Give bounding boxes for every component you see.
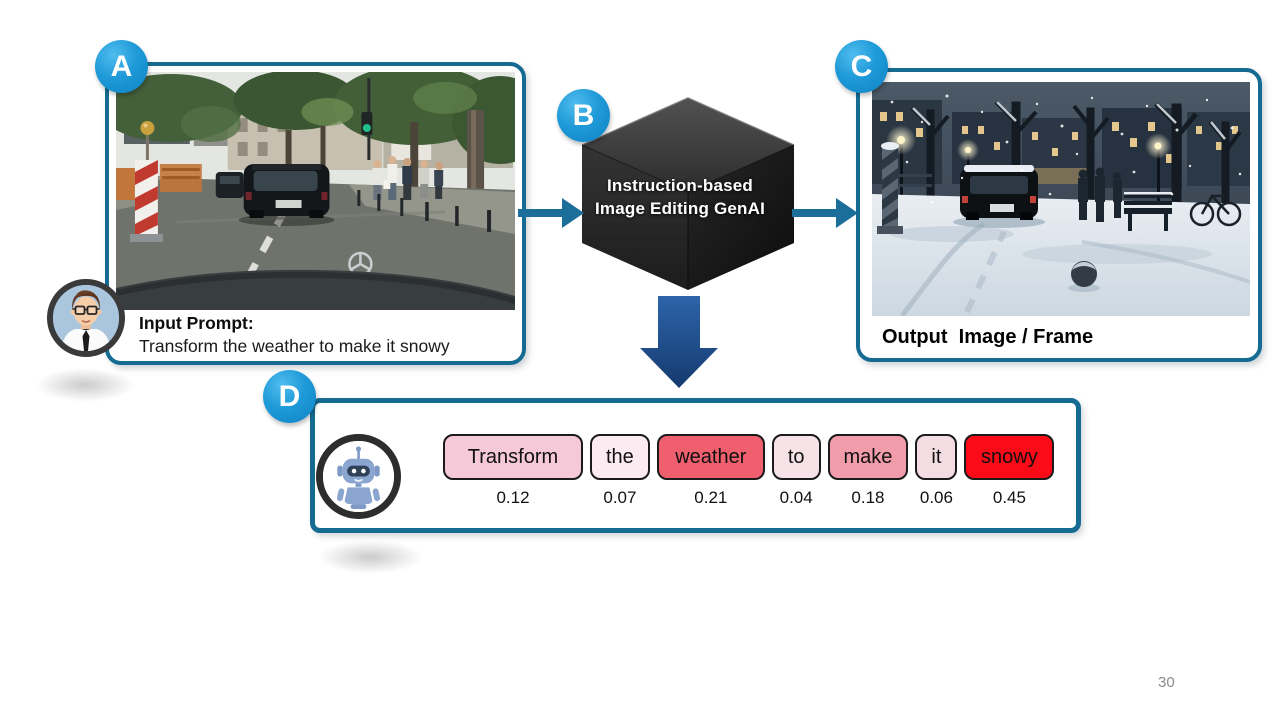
token: the 0.07 [590,434,650,508]
token-strip: Transform 0.12 the 0.07 weather 0.21 to … [443,434,1055,508]
token-word: weather [656,434,765,480]
street-scene-image [116,72,515,310]
input-panel: Input Prompt: Transform the weather to m… [105,62,526,365]
token-weight: 0.45 [992,488,1026,507]
output-panel: Output Image / Frame [856,68,1262,362]
avatar-shadow [318,540,423,574]
cube-label-line2: Image Editing GenAI [594,199,766,218]
token: Transform 0.12 [443,434,583,508]
cube-label-line1: Instruction-based [606,176,754,195]
attribution-panel: Transform 0.12 the 0.07 weather 0.21 to … [310,398,1081,533]
input-street-photo [116,72,515,310]
token: it 0.06 [915,434,958,508]
token-weight: 0.04 [779,488,813,507]
token: make 0.18 [827,434,909,508]
avatar-shadow [35,368,135,402]
genai-cube-icon [581,97,795,290]
token-weight: 0.07 [603,488,637,507]
badge-b: B [557,89,610,142]
person-with-glasses-icon [53,285,119,351]
token: to 0.04 [771,434,821,508]
token-word: the [590,434,650,480]
token-weight: 0.12 [496,488,530,507]
token: snowy 0.45 [964,434,1055,508]
token-weight: 0.21 [694,488,728,507]
genai-cube-label: Instruction-based Image Editing GenAI [555,174,805,220]
badge-d: D [263,370,316,423]
output-caption: Output Image / Frame [882,326,1094,348]
output-snowy-photo [872,82,1250,316]
token-word: snowy [964,434,1055,480]
token: weather 0.21 [656,434,765,508]
token-weight: 0.06 [919,488,953,507]
robot-avatar-icon [316,434,401,519]
token-word: to [771,434,821,480]
snowy-scene-image [872,82,1250,316]
token-word: it [915,434,958,480]
input-caption: Input Prompt: Transform the weather to m… [139,312,450,358]
input-prompt-text: Transform the weather to make it snowy [139,336,450,356]
input-prompt-title: Input Prompt: [139,313,254,333]
token-weight: 0.18 [851,488,885,507]
token-word: Transform [443,434,583,480]
badge-c: C [835,40,888,93]
token-word: make [827,434,909,480]
user-avatar-icon [47,279,125,357]
arrow-down-icon [640,296,718,388]
arrow-right-icon [518,198,584,228]
badge-a: A [95,40,148,93]
page-number: 30 [1158,674,1175,691]
arrow-right-icon [792,198,858,228]
robot-icon [323,441,394,512]
